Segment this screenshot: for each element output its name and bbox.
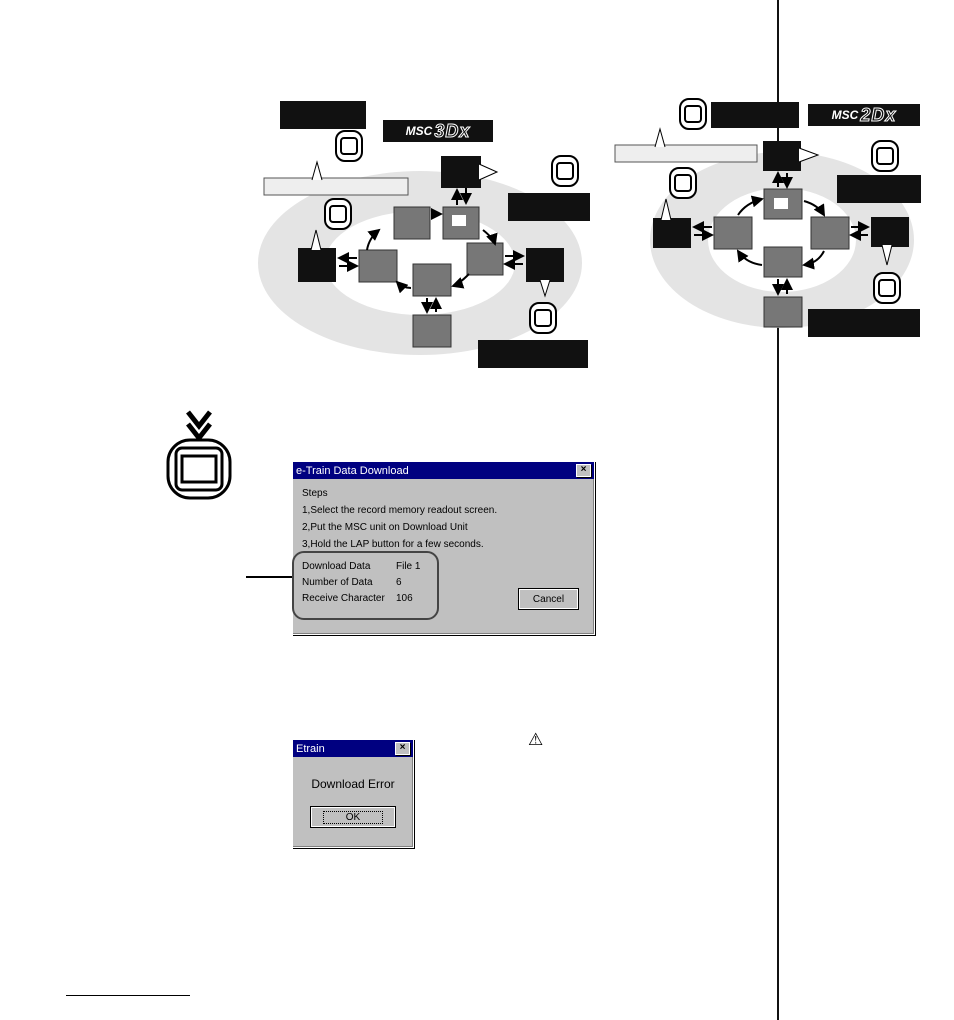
callout-pointer [311, 160, 323, 181]
receive-character-value: 106 [396, 593, 413, 604]
close-button[interactable]: × [395, 742, 410, 755]
mode-box [298, 248, 336, 282]
page-margin-line [777, 0, 779, 1020]
clock-icon [774, 198, 788, 209]
error-message: Download Error [311, 777, 395, 791]
mode-box [358, 249, 398, 283]
ok-button[interactable]: OK [311, 807, 395, 827]
label-box [478, 340, 588, 368]
logo-model: 3Dx [434, 120, 471, 141]
receive-character-label: Receive Character [302, 593, 385, 604]
close-button[interactable]: × [576, 464, 591, 477]
mode-diagram-2dx [614, 98, 921, 337]
mode-box [713, 216, 753, 250]
label-box [711, 102, 799, 128]
warning-icon: ⚠ [528, 730, 544, 749]
download-data-label: Download Data [302, 561, 371, 572]
label-box [508, 193, 590, 221]
label-box [280, 101, 366, 129]
watch-lap-press-illustration [166, 410, 232, 500]
steps-heading: Steps [302, 488, 328, 499]
mode-box [526, 248, 564, 282]
dialog-titlebar: e-Train Data Download × [293, 462, 594, 479]
cancel-button[interactable]: Cancel [519, 589, 578, 609]
mode-box [653, 218, 691, 248]
mode-box [763, 246, 803, 278]
label-box [837, 175, 921, 203]
banner-box [614, 144, 758, 163]
data-download-dialog: e-Train Data Download × Steps 1,Select t… [292, 461, 595, 635]
footnote-rule [66, 995, 190, 996]
mode-box [412, 263, 452, 297]
clock-icon [452, 215, 466, 226]
download-error-dialog: Etrain × Download Error OK [292, 739, 414, 848]
logo-prefix: MSC [831, 108, 859, 122]
mode-box [810, 216, 850, 250]
dialog-title: Etrain [296, 742, 325, 755]
dialog-title: e-Train Data Download [296, 464, 409, 477]
watch-icon [324, 130, 579, 334]
step-3: 3,Hold the LAP button for a few seconds. [302, 539, 484, 550]
callout-line [246, 576, 294, 578]
step-2: 2,Put the MSC unit on Download Unit [302, 522, 468, 533]
mode-diagram-3dx [258, 101, 590, 368]
msc-2dx-logo: MSC 2Dx [808, 104, 920, 126]
step-1: 1,Select the record memory readout scree… [302, 505, 498, 516]
mode-box [763, 296, 803, 328]
press-arrow-icon [186, 422, 212, 443]
cancel-button-label: Cancel [532, 593, 565, 605]
number-of-data-label: Number of Data [302, 577, 373, 588]
mode-box [466, 242, 504, 276]
mode-box [763, 141, 801, 171]
banner-box [263, 177, 409, 196]
number-of-data-value: 6 [396, 577, 402, 588]
mode-box [441, 156, 481, 188]
logo-model: 2Dx [860, 104, 897, 125]
mode-box [412, 314, 452, 348]
label-box [808, 309, 920, 337]
logo-prefix: MSC [405, 124, 433, 138]
msc-3dx-logo: MSC 3Dx [383, 120, 493, 142]
ok-button-label: OK [322, 810, 384, 824]
mode-box [393, 206, 431, 240]
mode-box [871, 217, 909, 247]
dialog-titlebar: Etrain × [293, 740, 413, 757]
download-data-value: File 1 [396, 561, 421, 572]
watch-icon [669, 98, 901, 304]
press-arrow-icon [186, 410, 212, 431]
progress-info-highlight [292, 551, 439, 620]
